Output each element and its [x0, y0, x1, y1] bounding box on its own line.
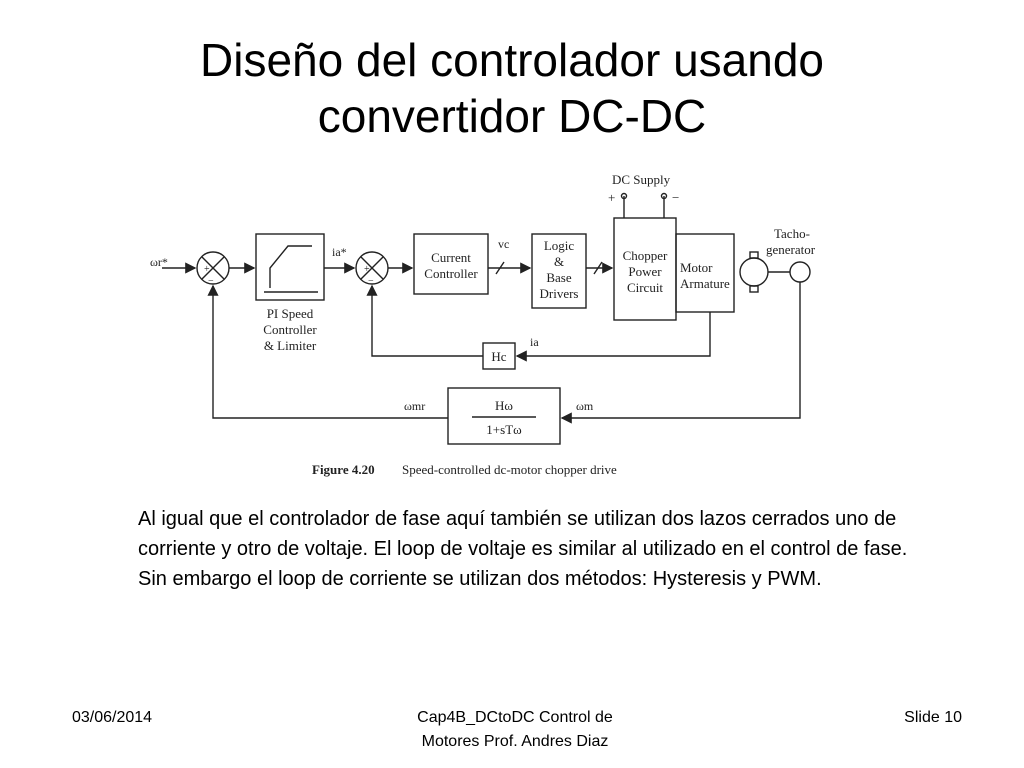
footer-center: Cap4B_DCtoDC Control de Motores Prof. An… [370, 706, 660, 754]
hc-label: Hc [491, 349, 506, 364]
ia-ref-label: ia* [332, 245, 347, 259]
motor-armature-block [675, 233, 735, 313]
dc-supply-label: DC Supply [612, 172, 671, 187]
dc-plus-label: + [608, 190, 615, 205]
footer-center-line2: Motores Prof. Andres Diaz [421, 733, 609, 750]
sum2-minus: − [368, 276, 374, 287]
tacho-line1: Tacho- [774, 226, 810, 241]
motor-line2: Armature [680, 276, 730, 291]
omega-mr-label: ωmr [404, 399, 425, 413]
sum1-minus: − [208, 276, 214, 287]
motor-line1: Motor [680, 260, 713, 275]
current-ctrl-line1: Current [431, 250, 471, 265]
pi-speed-controller-block [255, 233, 325, 301]
body-paragraph: Al igual que el controlador de fase aquí… [138, 508, 908, 590]
current-controller-block [413, 233, 489, 295]
vc-label: vc [498, 237, 509, 251]
slide-title: Diseño del controlador usando convertido… [0, 32, 1024, 144]
tacho-line2: generator [766, 242, 816, 257]
slide-title-line1: Diseño del controlador usando [200, 34, 824, 86]
omega-ref-label: ωr* [150, 255, 168, 269]
hw-numerator: Hω [495, 398, 513, 413]
sum1-plus: + [204, 264, 210, 275]
pi-label-line3: & Limiter [264, 338, 317, 353]
dc-minus-label: − [672, 190, 679, 205]
footer-center-line1: Cap4B_DCtoDC Control de [417, 709, 613, 726]
logic-line1: Logic [544, 238, 575, 253]
pi-limiter-curve [269, 245, 312, 288]
figure-label: Figure 4.20 [312, 462, 375, 477]
chopper-line3: Circuit [627, 280, 663, 295]
pi-label-line2: Controller [263, 322, 317, 337]
logic-line3: Base [546, 270, 572, 285]
block-diagram-svg: DC Supply + − ωr* + − ia* + − PI Speed C… [150, 172, 816, 477]
omega-m-label: ωm [576, 399, 594, 413]
pi-label-line1: PI Speed [267, 306, 314, 321]
hw-denominator: 1+sTω [486, 422, 522, 437]
chopper-line1: Chopper [623, 248, 668, 263]
slide-title-line2: convertidor DC-DC [317, 90, 707, 142]
footer-slide-number: Slide 10 [904, 709, 962, 726]
figure-caption: Speed-controlled dc-motor chopper drive [402, 462, 617, 477]
logic-line2: & [554, 254, 564, 269]
logic-line4: Drivers [540, 286, 579, 301]
sum2-plus: + [364, 264, 370, 275]
ia-feedback-label: ia [530, 335, 539, 349]
block-diagram: DC Supply + − ωr* + − ia* + − PI Speed C… [140, 168, 860, 488]
tachogenerator-symbol [789, 261, 811, 283]
logic-base-drivers-block [531, 233, 587, 309]
motor-symbol [739, 257, 769, 287]
hw-filter-block [447, 387, 561, 445]
current-ctrl-line2: Controller [424, 266, 478, 281]
footer-date: 03/06/2014 [72, 709, 153, 726]
chopper-line2: Power [628, 264, 662, 279]
